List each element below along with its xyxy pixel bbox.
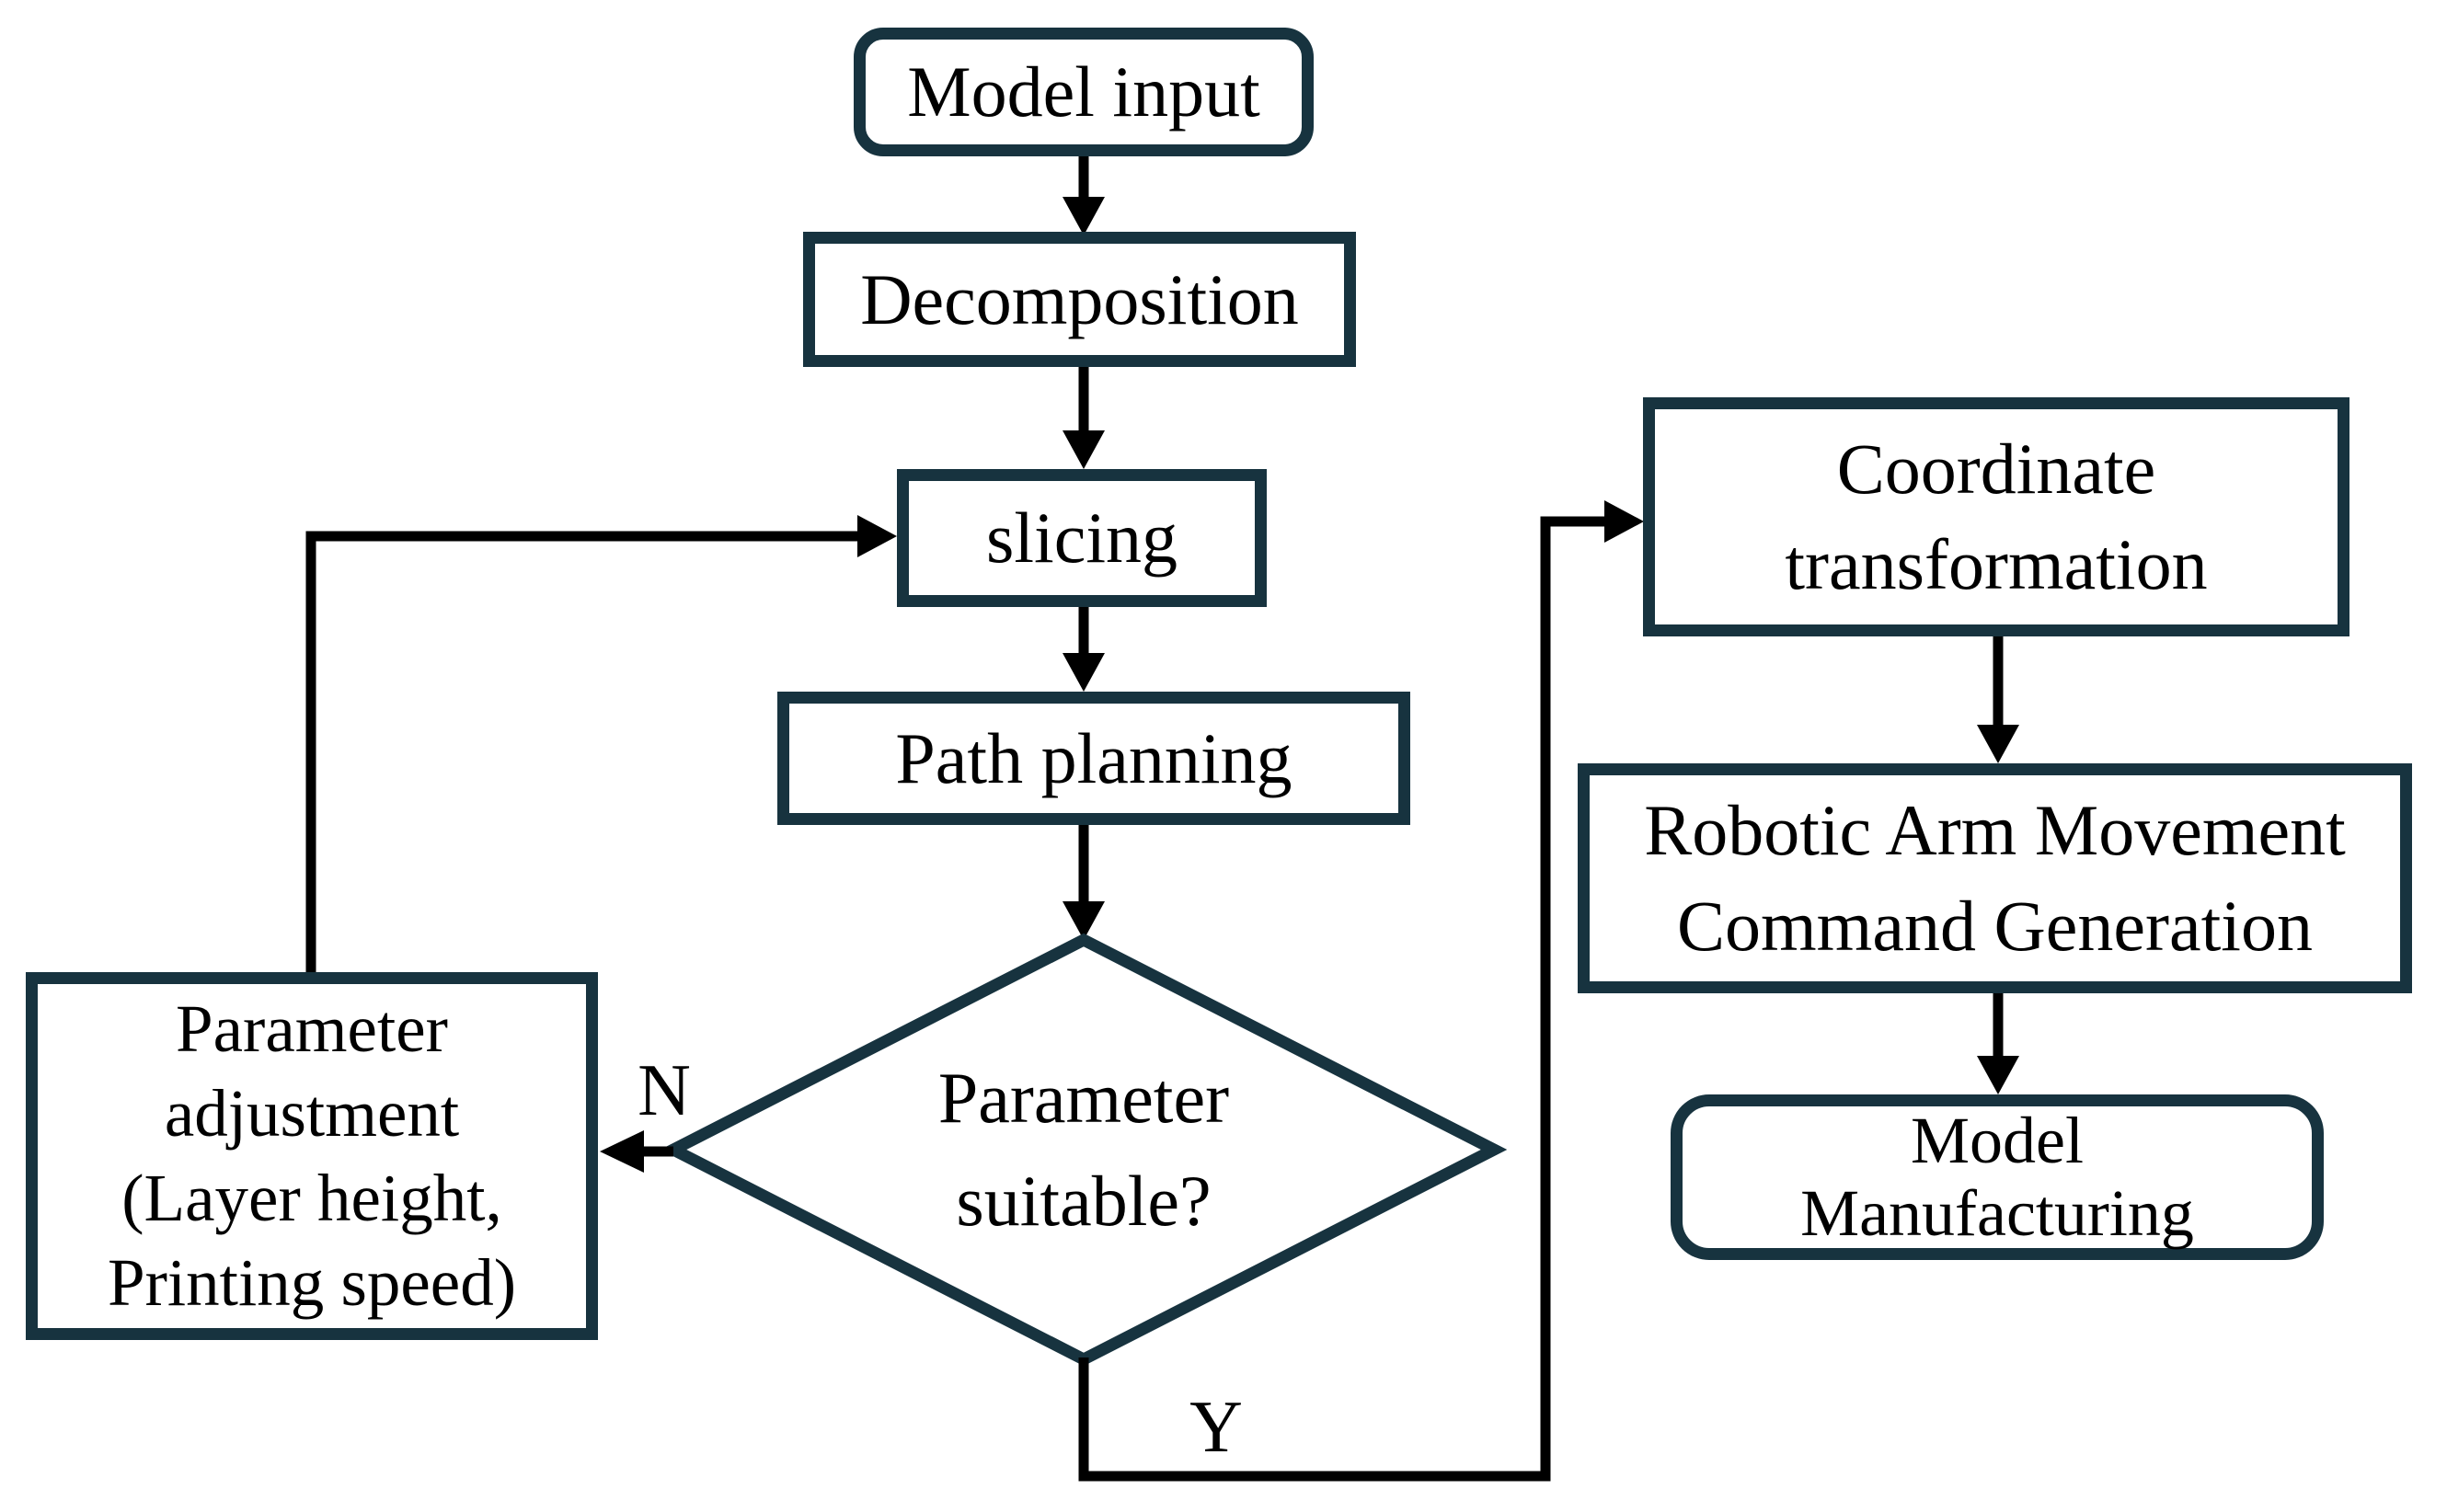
node-decomposition: Decomposition [803,232,1356,367]
branch-label-no: N [638,1049,691,1131]
node-coordinate-transformation: Coordinate transformation [1643,397,2349,636]
arrowhead-down-icon [1063,430,1105,469]
arrowhead-down-icon [1977,725,2019,763]
edge-parameter-adjustment-to-slicing [305,515,897,975]
arrowhead-down-icon [1063,901,1105,940]
edge-coordinate-transformation-to-robotic-arm [1977,635,2019,763]
node-model-input: Model input [854,28,1314,156]
arrowhead-right-icon [1604,500,1644,543]
node-slicing: slicing [897,469,1267,607]
edge-decision-yes-to-coordinate-transformation [1078,500,1644,1482]
edge-path-planning-to-decision [1063,823,1105,940]
node-parameter-adjustment: Parameter adjustment (Layer height, Prin… [26,972,598,1340]
edge-robotic-arm-to-model-manufacturing [1977,991,2019,1094]
node-parameter-suitable-label: Parameter suitable? [937,1058,1230,1241]
arrowhead-down-icon [1063,653,1105,692]
node-robotic-arm-command: Robotic Arm Movement Command Generation [1578,763,2412,993]
edge-model-input-to-decomposition [1063,151,1105,235]
arrowhead-down-icon [1977,1056,2019,1094]
node-path-planning: Path planning [777,692,1410,825]
arrowhead-down-icon [1063,197,1105,235]
edge-decision-no-to-parameter-adjustment [600,1130,673,1173]
edge-slicing-to-path-planning [1063,605,1105,692]
branch-label-yes: Y [1189,1386,1243,1468]
arrowhead-left-icon [600,1130,644,1173]
node-model-manufacturing: Model Manufacturing [1671,1094,2324,1260]
edge-decomposition-to-slicing [1063,365,1105,469]
arrowhead-right-icon [857,515,897,557]
